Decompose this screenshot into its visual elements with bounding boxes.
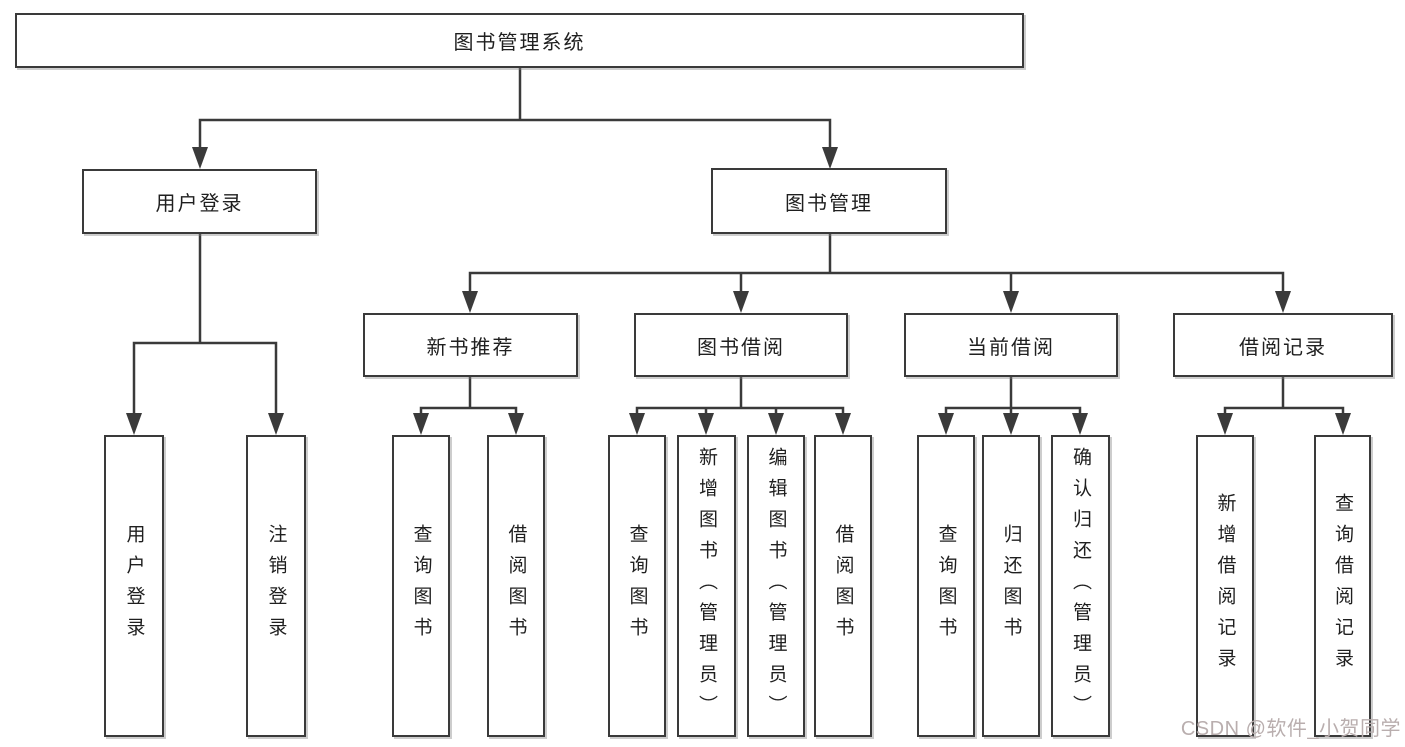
leaf-bb-add-books-admin-label: 新增图书（管理员） bbox=[696, 446, 717, 726]
connectors-book-borrow-children bbox=[629, 375, 851, 435]
connectors-new-book-recommend-children bbox=[413, 375, 524, 435]
leaf-user-login: 用户登录 bbox=[104, 435, 164, 737]
connectors-user-login-children bbox=[126, 232, 284, 435]
leaf-bb-borrow-books-label: 借阅图书 bbox=[832, 524, 854, 648]
node-new-book-recommend-label: 新书推荐 bbox=[426, 336, 515, 359]
node-current-borrow-label: 当前借阅 bbox=[967, 336, 1055, 359]
leaf-cb-confirm-return-admin-label: 确认归还（管理员） bbox=[1070, 446, 1091, 726]
node-book-management: 图书管理 bbox=[711, 168, 947, 234]
node-borrow-records: 借阅记录 bbox=[1173, 313, 1393, 377]
node-root-system: 图书管理系统 bbox=[15, 13, 1024, 68]
leaf-logout-label: 注销登录 bbox=[265, 524, 287, 648]
leaf-bb-add-books-admin: 新增图书（管理员） bbox=[677, 435, 736, 737]
node-book-management-label: 图书管理 bbox=[785, 192, 873, 215]
node-borrow-records-label: 借阅记录 bbox=[1239, 336, 1327, 359]
leaf-logout: 注销登录 bbox=[246, 435, 306, 737]
csdn-watermark: CSDN @软件_小贺同学 bbox=[1180, 718, 1401, 740]
node-book-borrow-label: 图书借阅 bbox=[697, 336, 785, 359]
leaf-cb-return-books-label: 归还图书 bbox=[1000, 524, 1022, 648]
leaf-cb-confirm-return-admin: 确认归还（管理员） bbox=[1051, 435, 1110, 737]
connectors-root-to-level2 bbox=[192, 66, 838, 169]
leaf-cb-return-books: 归还图书 bbox=[982, 435, 1040, 737]
node-user-login-label: 用户登录 bbox=[155, 193, 244, 215]
leaf-cb-query-books: 查询图书 bbox=[917, 435, 975, 737]
node-user-login: 用户登录 bbox=[82, 169, 317, 234]
leaf-bb-edit-books-admin-label: 编辑图书（管理员） bbox=[765, 446, 787, 726]
node-current-borrow: 当前借阅 bbox=[904, 313, 1118, 377]
connectors-current-borrow-children bbox=[938, 375, 1088, 435]
leaf-bb-borrow-books: 借阅图书 bbox=[814, 435, 872, 737]
leaf-nbr-borrow-books: 借阅图书 bbox=[487, 435, 545, 737]
connectors-borrow-records-children bbox=[1217, 375, 1351, 435]
leaf-br-add-borrow-record-label: 新增借阅记录 bbox=[1214, 493, 1236, 679]
leaf-br-add-borrow-record: 新增借阅记录 bbox=[1196, 435, 1254, 737]
leaf-br-query-borrow-record-label: 查询借阅记录 bbox=[1332, 493, 1353, 679]
leaf-nbr-query-books: 查询图书 bbox=[392, 435, 450, 737]
leaf-cb-query-books-label: 查询图书 bbox=[935, 524, 957, 648]
node-root-label: 图书管理系统 bbox=[453, 32, 586, 54]
leaf-bb-edit-books-admin: 编辑图书（管理员） bbox=[747, 435, 805, 737]
leaf-nbr-borrow-books-label: 借阅图书 bbox=[505, 524, 527, 648]
leaf-user-login-label: 用户登录 bbox=[123, 524, 145, 648]
leaf-bb-query-books: 查询图书 bbox=[608, 435, 666, 737]
leaf-br-query-borrow-record: 查询借阅记录 bbox=[1314, 435, 1371, 737]
connectors-book-mgmt-to-level3 bbox=[462, 232, 1291, 313]
node-book-borrow: 图书借阅 bbox=[634, 313, 848, 377]
leaf-bb-query-books-label: 查询图书 bbox=[626, 524, 648, 648]
leaf-nbr-query-books-label: 查询图书 bbox=[410, 524, 432, 648]
node-new-book-recommend: 新书推荐 bbox=[363, 313, 578, 377]
